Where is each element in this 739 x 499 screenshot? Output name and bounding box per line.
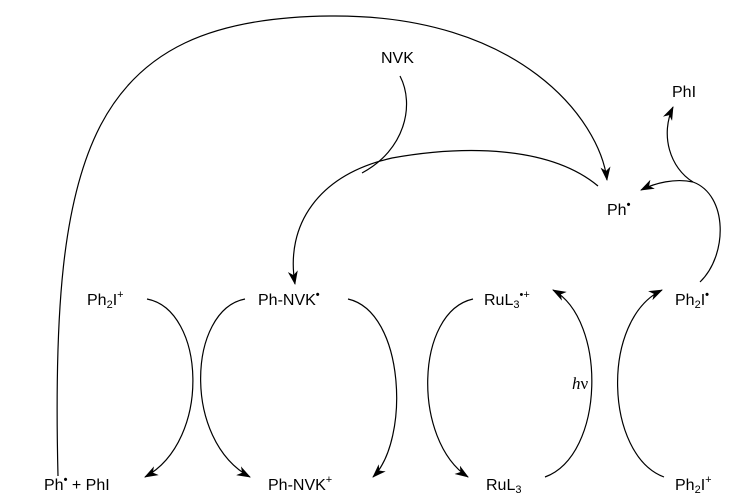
arc-to-ph-radical (640, 179, 694, 191)
label-ph2i-plus-left: Ph2I+ (87, 289, 124, 311)
label-ph-nvk-radical: Ph-NVK• (258, 289, 320, 309)
label-ph-radical: Ph• (607, 199, 631, 219)
label-ph2i-plus-right: Ph2I+ (675, 474, 712, 496)
label-ph2i-radical: Ph2I• (675, 289, 710, 311)
arc-ph-radical-to-ph-nvk-radical (287, 149, 599, 285)
label-nvk: NVK (381, 50, 414, 67)
label-hv: hν (572, 374, 589, 393)
label-rul3-radical-cation: RuL3•+ (484, 289, 530, 311)
arc-ph-nvk-radical-to-cation (200, 298, 251, 478)
arc-to-phi (662, 106, 694, 183)
arc-rul3-cation-to-rul3 (427, 298, 474, 478)
arc-rul3-to-rul3-cation (544, 289, 593, 478)
label-ph-nvk-cation: Ph-NVK+ (268, 474, 333, 494)
label-phi-top: PhI (672, 84, 697, 101)
arc-outer-to-ph-radical (56, 15, 611, 477)
arc-ph-nvk-radical-to-cation-right (347, 298, 398, 478)
label-ph-radical-plus-phi: Ph• + PhI (44, 474, 110, 494)
arc-nvk-join (361, 75, 408, 174)
arc-ph2i-radical-up (692, 181, 721, 283)
arc-ph2i-to-ph-phi (144, 298, 194, 478)
arc-ph2i-plus-to-radical (617, 289, 665, 478)
label-rul3: RuL3 (486, 477, 522, 496)
